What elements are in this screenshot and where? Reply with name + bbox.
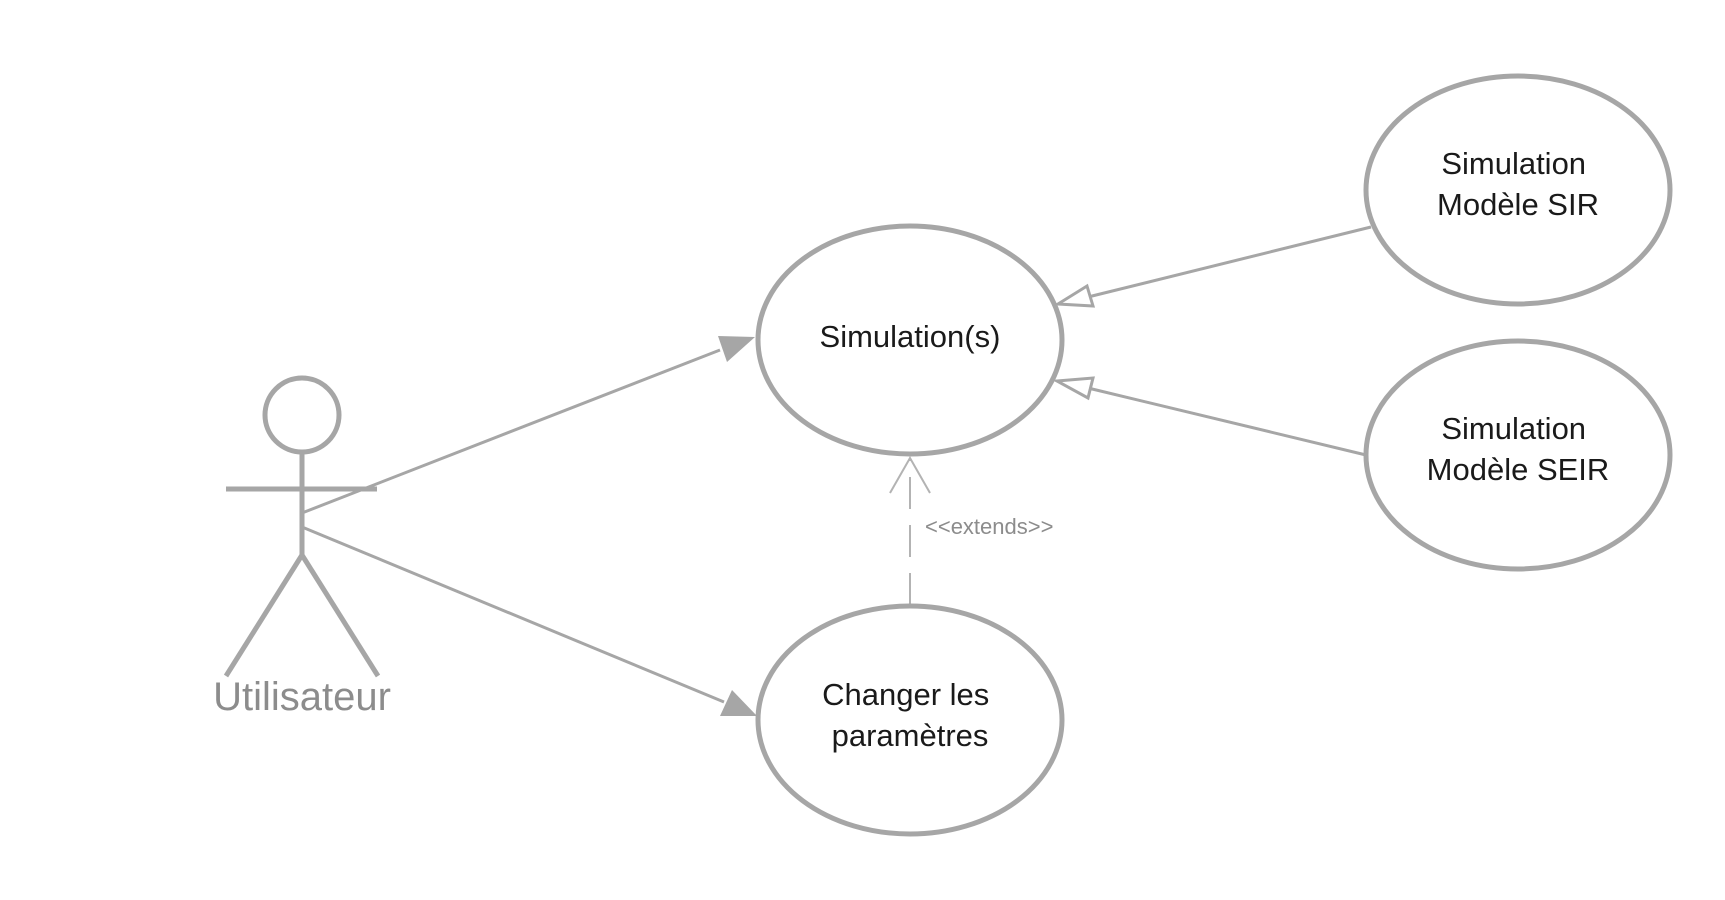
hollow-triangle-arrowhead bbox=[1051, 376, 1095, 401]
use-case-label-line-2: Modèle SIR bbox=[1437, 187, 1599, 222]
actor-utilisateur[interactable]: Utilisateur bbox=[213, 375, 391, 719]
use-case-label: Simulation(s) bbox=[820, 319, 1001, 354]
actor-label: Utilisateur bbox=[213, 675, 391, 719]
use-case-simulation-sir[interactable]: Simulation Modèle SIR bbox=[1363, 73, 1673, 307]
generalization-seir[interactable] bbox=[1051, 376, 1367, 457]
actor-left-leg bbox=[223, 553, 305, 678]
use-case-label-line-2: Modèle SEIR bbox=[1427, 452, 1610, 487]
use-case-changer-parametres[interactable]: Changer les paramètres bbox=[755, 603, 1065, 837]
use-case-label-line-1: Changer les bbox=[822, 677, 989, 712]
arrowhead-filled bbox=[718, 336, 755, 362]
actor-right-leg bbox=[299, 553, 381, 678]
use-case-label-line-2: paramètres bbox=[832, 718, 989, 753]
svg-text:Changer les paramètres: Changer les paramètres bbox=[822, 677, 998, 753]
svg-text:Simulation Modèle SIR: Simulation Modèle SIR bbox=[1437, 146, 1599, 222]
extends-label: <<extends>> bbox=[925, 514, 1053, 539]
extends-relation[interactable]: <<extends>> bbox=[889, 455, 1053, 605]
open-arrowhead bbox=[889, 455, 931, 494]
association-to-changer-parametres[interactable] bbox=[301, 525, 757, 716]
generalization-sir[interactable] bbox=[1053, 225, 1372, 308]
actor-head bbox=[262, 375, 342, 455]
arrowhead-filled bbox=[720, 690, 757, 716]
use-case-simulations[interactable]: Simulation(s) bbox=[755, 223, 1065, 457]
use-case-label-line-1: Simulation bbox=[1441, 146, 1586, 181]
use-case-label-line-1: Simulation bbox=[1441, 411, 1586, 446]
hollow-triangle-arrowhead bbox=[1053, 283, 1096, 308]
use-case-simulation-seir[interactable]: Simulation Modèle SEIR bbox=[1363, 338, 1673, 572]
svg-text:Simulation Modèle SEIR: Simulation Modèle SEIR bbox=[1427, 411, 1610, 487]
svg-text:Simulation(s): Simulation(s) bbox=[820, 319, 1001, 354]
association-to-simulations[interactable] bbox=[301, 336, 755, 515]
